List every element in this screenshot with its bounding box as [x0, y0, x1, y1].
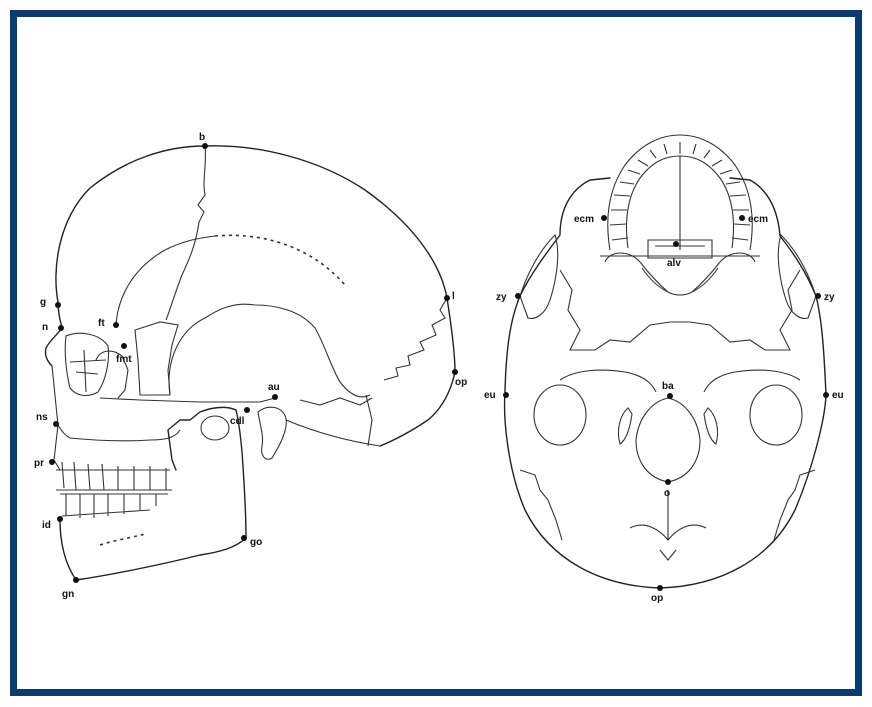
landmark-point-eu-left [503, 392, 509, 398]
landmark-point-zy-right [815, 293, 821, 299]
lateral-orbit-detail [70, 350, 106, 392]
landmark-label-zy-right: zy [824, 292, 835, 303]
landmark-label-alv: alv [667, 258, 681, 269]
basal-mastoid-left [534, 385, 586, 445]
lateral-landmark-points [49, 143, 458, 583]
lateral-skull-view [45, 146, 455, 580]
lateral-zygomatic-arch [100, 398, 275, 402]
lateral-lambdoid-suture [384, 298, 447, 380]
landmark-point-gn [73, 577, 79, 583]
landmark-label-eu-left: eu [484, 390, 496, 401]
lateral-sphenoid [135, 322, 178, 395]
landmark-label-ecm-right: ecm [748, 214, 768, 225]
basal-landmark-labels: ecm ecm alv zy zy eu eu ba o op [484, 214, 844, 604]
basal-skull-view [505, 135, 826, 588]
landmark-label-pr: pr [34, 458, 44, 469]
landmark-label-id: id [42, 520, 51, 531]
basal-foramen-magnum [636, 398, 700, 482]
landmark-label-ecm-left: ecm [574, 214, 594, 225]
landmark-point-n [58, 325, 64, 331]
landmark-label-o: o [664, 488, 670, 499]
landmark-point-l [444, 295, 450, 301]
landmark-label-op: op [455, 377, 467, 388]
landmark-point-ecm-left [601, 215, 607, 221]
lateral-mylohyoid-line [100, 534, 145, 545]
landmark-label-l: l [452, 291, 455, 302]
landmark-label-cdl: cdl [230, 416, 245, 427]
basal-condyle-left [618, 408, 632, 444]
landmark-label-eu-right: eu [832, 390, 844, 401]
basal-sutures [560, 270, 800, 350]
basal-mastoid-right [750, 385, 802, 445]
landmark-point-fmt [121, 343, 127, 349]
lateral-lower-teeth [60, 494, 168, 518]
basal-condyle-right [704, 408, 718, 444]
basal-petrous-left [560, 370, 656, 392]
lateral-coronal-suture [166, 146, 205, 320]
landmark-point-pr [49, 459, 55, 465]
lateral-temporal-line-dashed [215, 235, 345, 285]
landmark-label-zy-left: zy [496, 292, 507, 303]
lateral-temporal-line [116, 236, 215, 324]
lateral-landmark-labels: b g n ft fmt l op au cdl ns pr id go gn [34, 132, 467, 600]
landmark-point-o [665, 479, 671, 485]
landmark-label-g: g [40, 297, 46, 308]
basal-zygomatic-left [520, 235, 558, 318]
basal-occipital-crest [630, 490, 706, 560]
landmark-label-go: go [250, 537, 262, 548]
lateral-orbit [65, 333, 108, 395]
landmark-label-n: n [42, 322, 48, 333]
landmark-point-ba [667, 393, 673, 399]
basal-zygomatic-right [778, 235, 816, 318]
lateral-mastoid [258, 407, 286, 459]
landmark-label-gn: gn [62, 589, 74, 600]
landmark-label-op-basal: op [651, 593, 663, 604]
landmark-point-alv [673, 241, 679, 247]
landmark-label-au: au [268, 382, 280, 393]
landmark-point-au [272, 394, 278, 400]
landmark-label-ba: ba [662, 381, 674, 392]
basal-lambdoid-right [774, 470, 815, 540]
lateral-ramus [168, 407, 236, 470]
landmark-point-ft [113, 322, 119, 328]
landmark-point-cdl [244, 407, 250, 413]
landmark-label-b: b [199, 132, 205, 143]
lateral-asterion [366, 395, 372, 446]
landmark-point-eu-right [823, 392, 829, 398]
basal-lambdoid-left [520, 470, 562, 540]
lateral-maxilla [54, 425, 180, 470]
landmark-label-fmt: fmt [116, 354, 132, 365]
landmark-point-g [55, 302, 61, 308]
landmark-point-zy-left [515, 293, 521, 299]
lateral-vault-outline [56, 146, 455, 446]
landmark-point-ns [53, 421, 59, 427]
landmark-point-id [57, 516, 63, 522]
landmark-point-op [452, 369, 458, 375]
landmark-point-ecm-right [739, 215, 745, 221]
lateral-coronoid [201, 416, 229, 440]
landmark-label-ft: ft [98, 318, 105, 329]
lateral-frontal-profile [45, 302, 62, 366]
landmark-point-b [202, 143, 208, 149]
lateral-upper-teeth [56, 462, 172, 490]
landmark-point-go [241, 535, 247, 541]
lateral-occipital-base [286, 398, 380, 446]
landmark-point-op-basal [657, 585, 663, 591]
landmark-label-ns: ns [36, 412, 48, 423]
basal-petrous-right [704, 370, 800, 392]
lateral-mandible [60, 410, 246, 580]
